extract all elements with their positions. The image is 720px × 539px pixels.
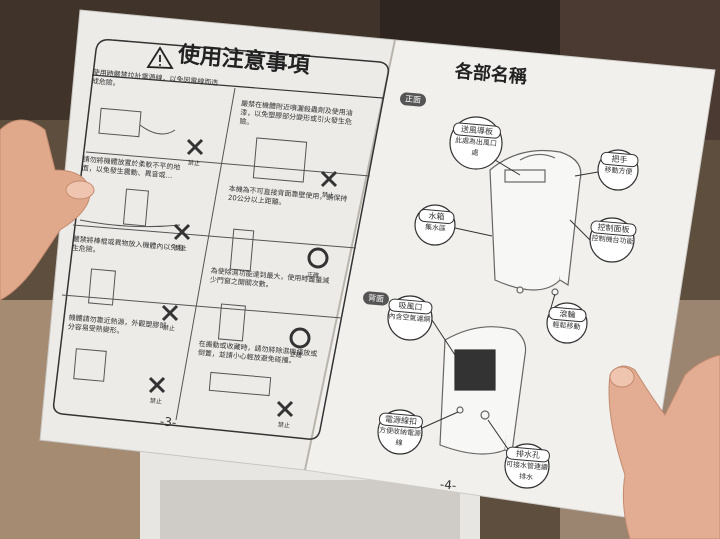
- callout-handle-label: 把手 移動方便: [599, 151, 639, 178]
- status-mark: 禁止: [187, 159, 201, 168]
- back-view-tag: 背面: [362, 290, 390, 307]
- right-page-number: -4-: [439, 477, 457, 493]
- callout-wheel-label: 滾輪 輕鬆移動: [547, 306, 587, 333]
- status-mark: 禁止: [162, 324, 176, 333]
- right-hand: [608, 355, 720, 539]
- status-mark: 禁止: [174, 244, 188, 253]
- callout-cord-holder-label: 電源線扣 方便收納電源線: [377, 412, 424, 451]
- callout-control-panel-label: 控制面板 控制機台功能: [589, 220, 637, 248]
- dehumidifier-back-illustration: [439, 326, 527, 455]
- status-mark: 禁止: [321, 191, 335, 200]
- callout-drain-hole-label: 排水孔 可接水管連續排水: [504, 446, 551, 485]
- callout-air-guide-label: 送風導板 此處為出風口處: [451, 121, 502, 161]
- prohibited-x-icons: [148, 138, 338, 418]
- correct-o-icons: [289, 247, 329, 349]
- status-mark: 正確: [289, 351, 303, 360]
- status-mark: 禁止: [277, 421, 291, 430]
- warning-triangle-icon: [146, 46, 174, 69]
- status-mark: 正確: [306, 271, 320, 280]
- left-page-number: -3-: [159, 414, 177, 430]
- status-mark: 禁止: [149, 397, 163, 406]
- front-view-tag: 正面: [399, 91, 427, 108]
- callout-water-tank-label: 水箱 集水區: [417, 208, 455, 235]
- left-hand: [0, 119, 95, 301]
- dehumidifier-front-illustration: [489, 149, 582, 296]
- warning-frame: [52, 38, 390, 440]
- callout-air-inlet-label: 吸風口 內含空氣濾網: [387, 298, 433, 326]
